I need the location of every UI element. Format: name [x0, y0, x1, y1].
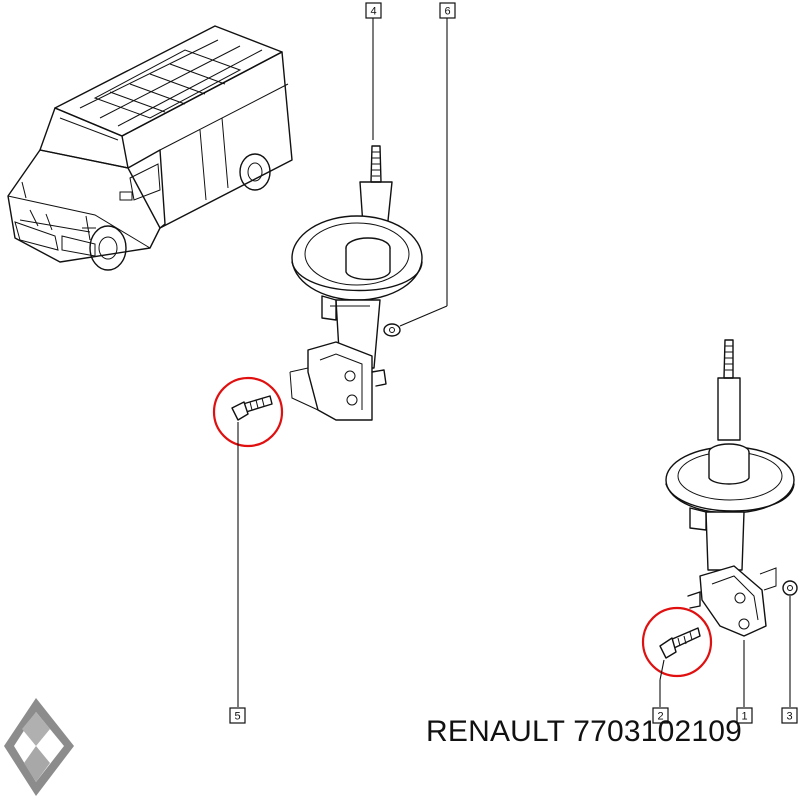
highlight-circle-right-bolt	[641, 606, 713, 678]
callout-3: 3	[781, 707, 798, 724]
left-strut-assembly	[231, 145, 423, 421]
right-bolt	[659, 627, 701, 659]
callout-5: 5	[229, 707, 246, 724]
callout-5-number: 5	[234, 711, 240, 723]
callout-2-number: 2	[657, 711, 663, 723]
brand-name: RENAULT	[426, 715, 565, 748]
callout-4-number: 4	[370, 6, 376, 18]
callout-1-number: 1	[741, 711, 747, 723]
callout-1: 1	[736, 707, 753, 724]
callout-4: 4	[365, 2, 382, 19]
right-strut-assembly	[659, 339, 798, 659]
highlight-circle-left-bolt	[212, 376, 284, 448]
left-bolt	[231, 395, 273, 421]
callout-2: 2	[652, 707, 669, 724]
callout-6: 6	[439, 2, 456, 19]
part-caption: RENAULT 7703102109	[426, 715, 742, 749]
van-outline-icon	[7, 25, 293, 271]
part-number: 7703102109	[573, 715, 743, 748]
callout-3-number: 3	[786, 711, 792, 723]
renault-diamond-logo-icon	[4, 698, 74, 796]
callout-6-number: 6	[444, 6, 450, 18]
